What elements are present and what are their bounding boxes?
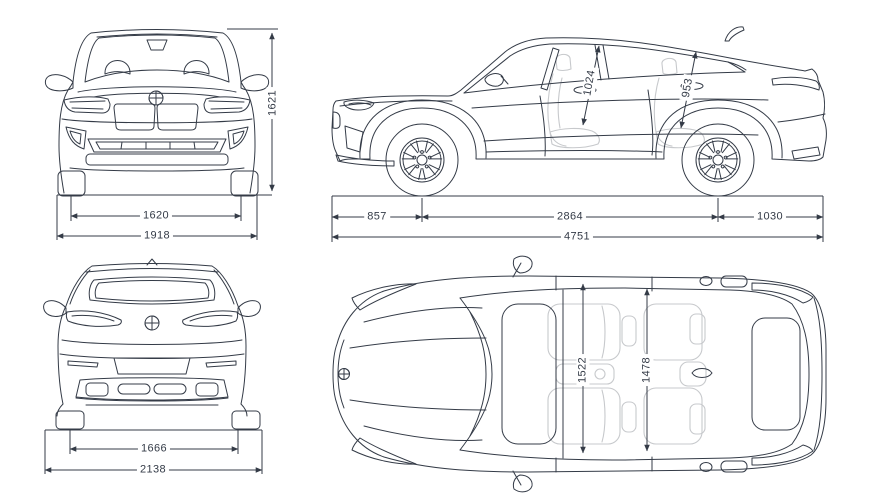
skid-plate xyxy=(85,153,229,166)
dim-wheelbase: 2864 xyxy=(553,210,587,224)
rear-view: 1666 2138 xyxy=(0,250,296,501)
dim-front-overall-width: 1918 xyxy=(140,229,174,243)
headlight-plan xyxy=(351,283,417,465)
sunroof xyxy=(501,303,557,445)
rearview-mirror xyxy=(146,39,168,51)
top-view: 1522 1478 xyxy=(300,250,890,501)
car-front-outline xyxy=(44,29,270,197)
roof-antenna xyxy=(146,258,158,266)
rear-view-drawing xyxy=(43,258,263,474)
taillight-plan xyxy=(751,282,814,466)
dim-rear-track: 1666 xyxy=(137,442,171,456)
dim-overall-length: 4751 xyxy=(560,230,594,244)
front-view: 1621 1620 1918 xyxy=(0,0,296,250)
dim-rear-interior-width: 1478 xyxy=(640,353,654,387)
dim-front-track: 1620 xyxy=(139,209,173,223)
headlight-left xyxy=(63,96,111,114)
front-view-drawing xyxy=(44,28,278,240)
bumper-intake-side xyxy=(344,125,364,153)
bmw-roundel-icon xyxy=(338,368,350,380)
side-mirror-top xyxy=(512,255,533,278)
dim-rear-overhang: 1030 xyxy=(753,210,787,224)
wheel xyxy=(55,410,85,430)
front-wheel xyxy=(385,123,459,197)
taillight-left xyxy=(65,310,122,327)
headrest-right xyxy=(183,60,210,75)
car-rear-outline xyxy=(43,258,261,430)
reflectors xyxy=(67,360,237,368)
headlight-right xyxy=(203,96,251,114)
headrest-left xyxy=(104,60,131,75)
top-view-drawing xyxy=(332,255,827,493)
dim-front-overhang: 857 xyxy=(364,210,390,224)
side-mirror-left xyxy=(44,74,74,92)
nose-grille xyxy=(332,111,341,129)
bumper-scoops xyxy=(65,126,249,150)
wheel xyxy=(230,170,259,197)
windshield-plan xyxy=(459,297,493,451)
side-mirror-left xyxy=(43,300,67,317)
taillight-side xyxy=(771,76,820,91)
bmw-roundel-icon xyxy=(148,90,164,106)
lower-intake xyxy=(87,138,227,153)
front-dimension-lines xyxy=(56,28,278,240)
exhaust-side xyxy=(791,146,821,160)
top-dimension-lines xyxy=(580,283,650,454)
side-mirror-right xyxy=(237,300,261,317)
exhaust-tip xyxy=(195,382,219,397)
dim-width-incl-mirrors: 2138 xyxy=(136,463,170,477)
wheel xyxy=(231,410,261,430)
side-mirror xyxy=(484,73,509,87)
side-mirror-bottom xyxy=(512,470,533,493)
side-mirror-right xyxy=(240,74,270,92)
exhaust-tip xyxy=(85,382,109,397)
bmw-roundel-icon xyxy=(144,315,160,331)
interior-seats-plan-ghost xyxy=(547,303,707,445)
b-pillar-trim xyxy=(540,47,560,91)
car-side-outline xyxy=(331,26,827,197)
dim-front-height: 1621 xyxy=(266,86,280,120)
side-view: 1024 953 857 2864 1030 4751 xyxy=(300,0,890,250)
windshield xyxy=(84,34,230,83)
car-top-outline xyxy=(332,255,827,493)
rear-window-plan xyxy=(751,317,801,431)
headlight-side xyxy=(343,99,375,111)
dim-front-interior-width: 1522 xyxy=(576,353,590,387)
shark-fin-antenna xyxy=(691,368,713,378)
front-splitter xyxy=(335,154,395,167)
shark-fin-antenna xyxy=(724,26,745,42)
taillight-right xyxy=(182,310,239,327)
rear-wheel xyxy=(681,123,755,197)
diffuser xyxy=(75,377,229,401)
license-plate-recess xyxy=(113,357,191,375)
kidney-grille xyxy=(113,103,199,131)
rear-window xyxy=(88,276,216,305)
